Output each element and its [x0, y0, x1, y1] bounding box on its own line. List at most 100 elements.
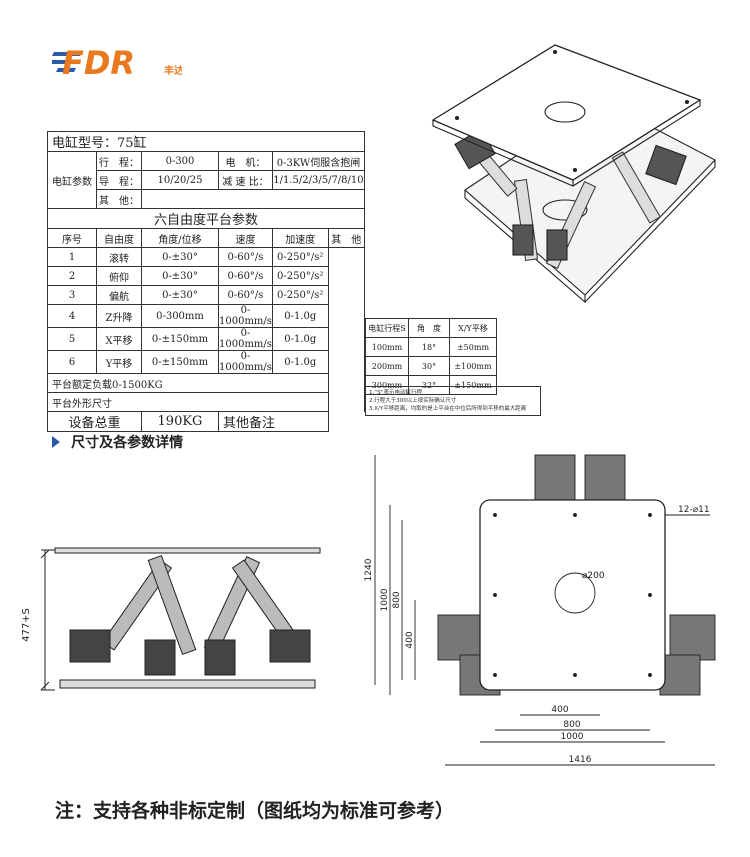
stroke-notes: 1.“S”表示电动缸行程 2.行程大于300以上按实际确认尺寸 3.X/Y平移距…: [365, 386, 541, 416]
dim-400-h: 400: [551, 705, 568, 715]
motor-value: 0-3KW伺服含抱闸: [271, 151, 366, 171]
cell: 滚转: [96, 247, 142, 267]
cell: 0-1.0g: [271, 350, 329, 374]
cylinder-params-label: 电缸参数: [47, 151, 97, 209]
col-header: 其 他: [327, 228, 366, 248]
dim-1240: 1240: [364, 558, 374, 581]
total-weight-label: 设备总重: [47, 411, 142, 432]
cell: 6: [47, 350, 97, 374]
cell: Y平移: [96, 350, 142, 374]
reducer-value: 1/1.5/2/3/5/7/8/10: [271, 170, 366, 190]
col-header: 速度: [218, 228, 273, 248]
col-header: 电缸行程S: [365, 318, 409, 338]
logo-text: FDR: [62, 44, 135, 82]
cell: 0-1000mm/s: [218, 327, 273, 351]
dim-1416: 1416: [569, 755, 592, 765]
lead-value: 10/20/25: [141, 170, 219, 190]
logo-icon: FDR 丰达瑞: [50, 44, 194, 82]
cell: 5: [47, 327, 97, 351]
section-header: 尺寸及各参数详情: [52, 431, 183, 452]
other-notes-label: 其他备注: [218, 411, 329, 432]
rated-load: 平台额定负载0-1500KG: [47, 373, 329, 393]
section-title: 尺寸及各参数详情: [71, 434, 184, 451]
cell: 100mm: [365, 337, 409, 357]
stroke-value: 0-300: [141, 151, 219, 171]
dof-title: 六自由度平台参数: [47, 208, 365, 229]
col-header: 序号: [47, 228, 97, 248]
dim-1000-h: 1000: [561, 732, 584, 742]
platform-3d-drawing: [431, 44, 716, 304]
dim-800-h: 800: [563, 720, 580, 730]
cell: 0-1000mm/s: [218, 350, 273, 374]
dim-1000-v: 1000: [380, 588, 390, 611]
other-col: [327, 247, 366, 412]
col-header: 加速度: [271, 228, 329, 248]
cell: 3: [47, 285, 97, 305]
cell: 2: [47, 266, 97, 286]
cell: 0-±150mm: [141, 350, 219, 374]
col-header: 自由度: [96, 228, 142, 248]
hole-label: 12-⌀11: [678, 505, 710, 515]
other-value: [141, 189, 365, 209]
cell: Z升降: [96, 304, 142, 328]
side-view-drawing: 477+S: [21, 547, 321, 691]
cell: ±50mm: [449, 337, 497, 357]
cell: 0-60°/s: [218, 285, 273, 305]
cell: 0-1.0g: [271, 327, 329, 351]
cell: 0-±150mm: [141, 327, 219, 351]
note-line: 3.X/Y平移距离，均取的是上平台在中位后所得到平移的最大距离: [369, 406, 527, 412]
side-height-label: 477+S: [21, 608, 32, 642]
cell: 0-250°/s²: [271, 247, 329, 267]
cell: 偏航: [96, 285, 142, 305]
cell: 0-1.0g: [271, 304, 329, 328]
cell: 0-60°/s: [218, 266, 273, 286]
cell: ±100mm: [449, 356, 497, 376]
cell: 俯仰: [96, 266, 142, 286]
cell: 4: [47, 304, 97, 328]
cylinder-model: 电缸型号：75缸: [47, 131, 365, 152]
cell: ±150mm: [449, 375, 497, 395]
center-hole-label: ⌀200: [582, 571, 605, 581]
cell: 0-1000mm/s: [218, 304, 273, 328]
lead-label: 导 程：: [96, 170, 142, 190]
dim-400-v: 400: [405, 631, 415, 648]
cell: 30°: [408, 356, 450, 376]
cell: 18°: [408, 337, 450, 357]
cell: 0-±30°: [141, 266, 219, 286]
motor-label: 电 机：: [218, 151, 273, 171]
outer-size: 平台外形尺寸: [47, 392, 329, 412]
top-view-drawing: 1240 1000 800 400 400 800 1000 1416 12-⌀…: [364, 454, 716, 766]
cell: 0-±30°: [141, 285, 219, 305]
col-header: X/Y平移: [449, 318, 497, 338]
cell: 1: [47, 247, 97, 267]
other-label: 其 他：: [96, 189, 142, 209]
col-header: 角 度: [408, 318, 450, 338]
cell: 0-60°/s: [218, 247, 273, 267]
dim-800-v: 800: [392, 591, 402, 608]
cell: 0-±30°: [141, 247, 219, 267]
note-line: 1.“S”表示电动缸行程: [369, 390, 422, 396]
spec-table: 电缸型号：75缸 电缸参数 行 程： 0-300 电 机： 0-3KW伺服含抱闸…: [47, 131, 366, 432]
cell: 200mm: [365, 356, 409, 376]
reducer-label: 减 速 比：: [218, 170, 273, 190]
note-line: 2.行程大于300以上按实际确认尺寸: [369, 398, 457, 404]
brand-logo: FDR 丰达瑞: [50, 44, 194, 88]
cell: 0-250°/s²: [271, 266, 329, 286]
cell: 0-250°/s²: [271, 285, 329, 305]
footer-note: 注：支持各种非标定制（图纸均为标准可参考）: [55, 800, 455, 822]
stroke-label: 行 程：: [96, 151, 142, 171]
cell: X平移: [96, 327, 142, 351]
col-header: 角度/位移: [141, 228, 219, 248]
logo-sub: 丰达瑞: [164, 64, 182, 77]
play-icon: [52, 435, 60, 448]
